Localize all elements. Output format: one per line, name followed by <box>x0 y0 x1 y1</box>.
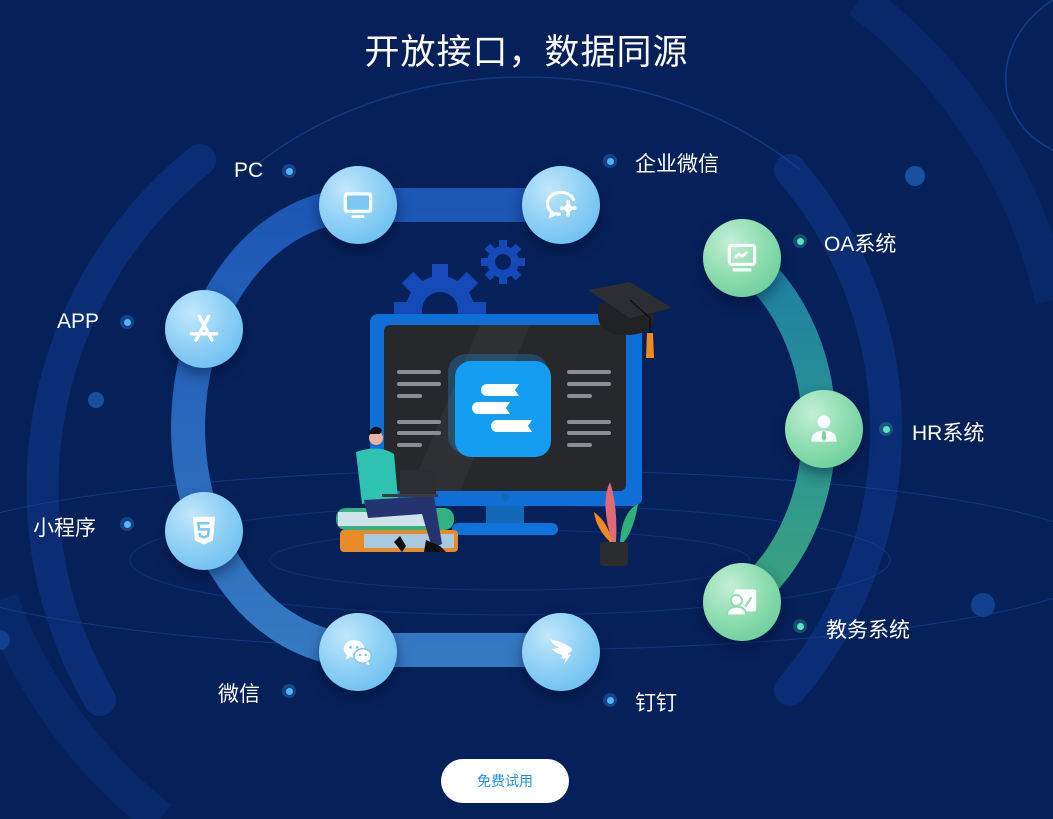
person-illustration <box>356 426 446 552</box>
connector-dot-hr <box>879 422 893 436</box>
teacher-board-icon <box>726 589 757 617</box>
central-illustration <box>336 240 672 566</box>
plant-icon <box>594 482 638 566</box>
node-app[interactable] <box>165 290 243 368</box>
label-wecom: 企业微信 <box>635 153 719 176</box>
node-wecom[interactable] <box>522 166 600 244</box>
app-store-icon <box>189 314 219 342</box>
logo-icon <box>472 384 532 432</box>
person-tie-icon <box>811 415 837 442</box>
label-dingtalk: 钉钉 <box>635 692 677 715</box>
wechat-icon <box>343 640 373 666</box>
node-dingtalk[interactable] <box>522 613 600 691</box>
connector-dot-oa <box>793 234 807 248</box>
html5-icon <box>192 516 216 545</box>
node-wechat[interactable] <box>319 613 397 691</box>
connector-dot-app <box>120 315 134 329</box>
dashboard-monitor-icon <box>727 243 757 272</box>
label-pc: PC <box>234 159 264 182</box>
label-hr: HR系统 <box>912 422 985 445</box>
connector-dot-pc <box>282 164 296 178</box>
connector-dot-wechat <box>282 684 296 698</box>
connector-dot-academic <box>793 619 807 633</box>
label-wechat: 微信 <box>218 683 260 706</box>
wecom-icon <box>545 190 577 219</box>
label-app: APP <box>57 310 100 333</box>
free-trial-button[interactable]: 免费试用 <box>441 759 569 803</box>
graduation-cap-icon <box>588 282 672 358</box>
dingtalk-icon <box>549 639 573 665</box>
label-oa: OA系统 <box>824 233 897 256</box>
connector-dot-dingtalk <box>603 693 617 707</box>
label-academic: 教务系统 <box>826 619 910 642</box>
node-academic[interactable] <box>703 563 781 641</box>
node-hr[interactable] <box>785 390 863 468</box>
label-miniprogram: 小程序 <box>33 517 96 540</box>
connector-dot-miniprogram <box>120 517 134 531</box>
page-title: 开放接口，数据同源 <box>364 33 689 72</box>
node-miniprogram[interactable] <box>165 492 243 570</box>
monitor-icon <box>343 192 373 219</box>
node-pc[interactable] <box>319 166 397 244</box>
node-oa[interactable] <box>703 219 781 297</box>
small-gear-icon <box>481 240 525 284</box>
connector-dot-wecom <box>603 154 617 168</box>
